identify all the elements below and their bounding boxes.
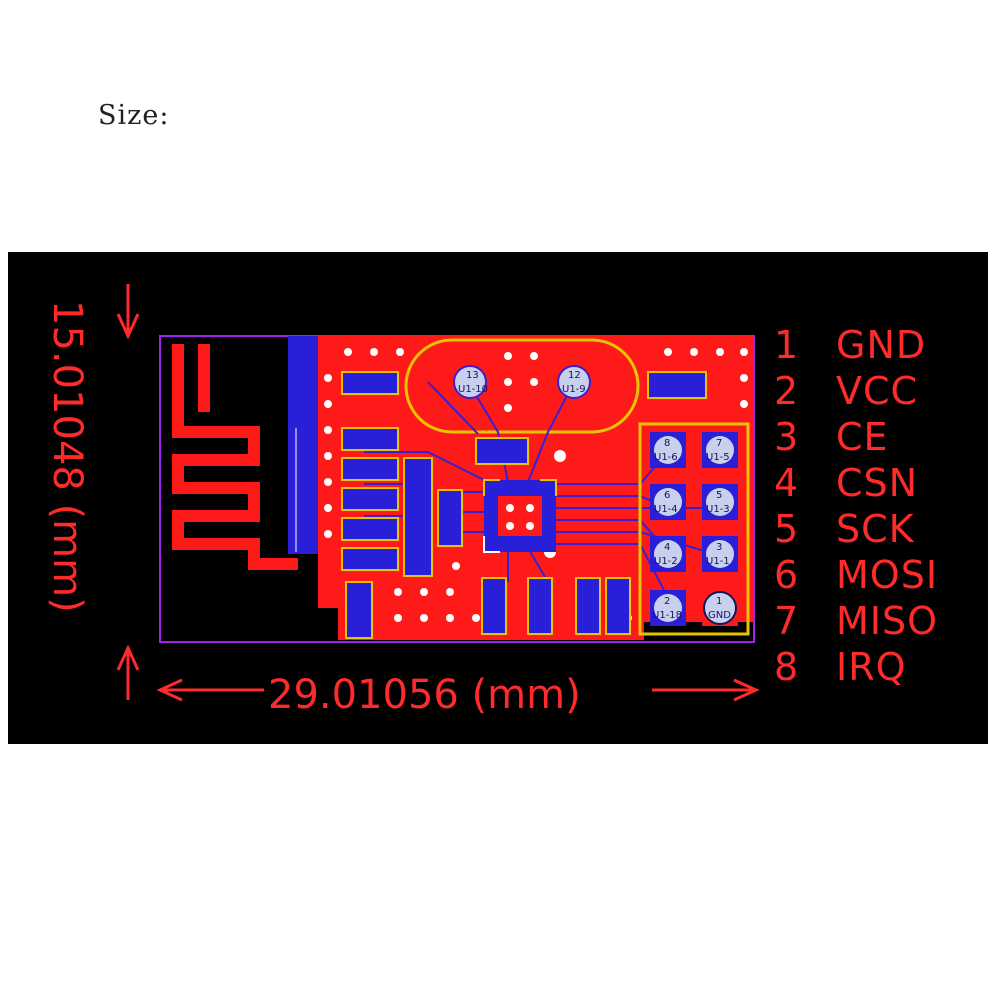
header-pad-ref: U1-5 bbox=[706, 452, 730, 463]
width-dimension: 29.01056 (mm) bbox=[156, 672, 760, 718]
header-pad-ref: U1-3 bbox=[706, 504, 730, 515]
width-dimension-label: 29.01056 (mm) bbox=[268, 672, 581, 718]
pinout-name: IRQ bbox=[836, 645, 907, 689]
pinout-name: VCC bbox=[836, 369, 918, 413]
crystal-pads: 13 U1-10 12 U1-9 bbox=[453, 365, 591, 399]
pinout-name: MOSI bbox=[836, 553, 938, 597]
header-pad-ref: U1-1 bbox=[706, 556, 730, 567]
crystal-capacitor bbox=[475, 437, 529, 465]
crystal-pad-number: 12 bbox=[568, 370, 581, 381]
pinout-number: 6 bbox=[774, 553, 798, 597]
header-pad-number: 2 bbox=[664, 596, 670, 607]
pinout-number: 7 bbox=[774, 599, 798, 643]
header-pad-ref: GND bbox=[708, 610, 731, 621]
pcb-diagram-panel: 15.01048 (mm) 29.01056 (mm) bbox=[8, 252, 988, 744]
pinout-name: GND bbox=[836, 323, 926, 367]
header-pad-number: 5 bbox=[716, 490, 722, 501]
ground-strip bbox=[288, 336, 318, 554]
size-caption: Size: bbox=[98, 100, 170, 131]
pinout-number: 3 bbox=[774, 415, 798, 459]
header-pad-ref: U1-18 bbox=[652, 610, 682, 621]
pinout-number: 1 bbox=[774, 323, 798, 367]
height-dimension-label: 15.01048 (mm) bbox=[44, 300, 90, 613]
header-pad-number: 4 bbox=[664, 542, 670, 553]
header-pad-number: 8 bbox=[664, 438, 670, 449]
pinout-number: 2 bbox=[774, 369, 798, 413]
pin-header: 8 U1-6 7 U1-5 6 U1-4 5 U1-3 4 U1-2 3 U1-… bbox=[638, 422, 750, 636]
header-pad-number: 3 bbox=[716, 542, 722, 553]
header-pad-grid bbox=[650, 432, 738, 626]
pinout-name: SCK bbox=[836, 507, 915, 551]
pinout-name: CE bbox=[836, 415, 889, 459]
pcb-diagram: 15.01048 (mm) 29.01056 (mm) bbox=[44, 284, 938, 718]
pinout-name: CSN bbox=[836, 461, 918, 505]
crystal-outline bbox=[404, 338, 640, 434]
passive-components-left bbox=[341, 371, 707, 639]
passive-components-bottom bbox=[481, 577, 631, 635]
header-pad-ref: U1-6 bbox=[654, 452, 678, 463]
header-pad-ref: U1-2 bbox=[654, 556, 678, 567]
header-pad-ref: U1-4 bbox=[654, 504, 678, 515]
header-pad-number: 6 bbox=[664, 490, 670, 501]
pinout-number: 8 bbox=[774, 645, 798, 689]
header-pad-number: 1 bbox=[716, 596, 722, 607]
height-dimension: 15.01048 (mm) bbox=[44, 284, 140, 700]
pcb-antenna bbox=[172, 344, 298, 570]
crystal-pad-ref: U1-9 bbox=[562, 384, 586, 395]
crystal-pad-ref: U1-10 bbox=[458, 384, 488, 395]
header-pad-number: 7 bbox=[716, 438, 722, 449]
rf-chip bbox=[483, 479, 557, 553]
pinout-legend: 1 GND 2 VCC 3 CE 4 CSN 5 SCK 6 MOSI 7 MI… bbox=[774, 323, 938, 689]
pinout-name: MISO bbox=[836, 599, 938, 643]
crystal-pad-number: 13 bbox=[466, 370, 479, 381]
pinout-number: 5 bbox=[774, 507, 798, 551]
pinout-number: 4 bbox=[774, 461, 798, 505]
header-pad-labels: 8 U1-6 7 U1-5 6 U1-4 5 U1-3 4 U1-2 3 U1-… bbox=[652, 438, 731, 621]
